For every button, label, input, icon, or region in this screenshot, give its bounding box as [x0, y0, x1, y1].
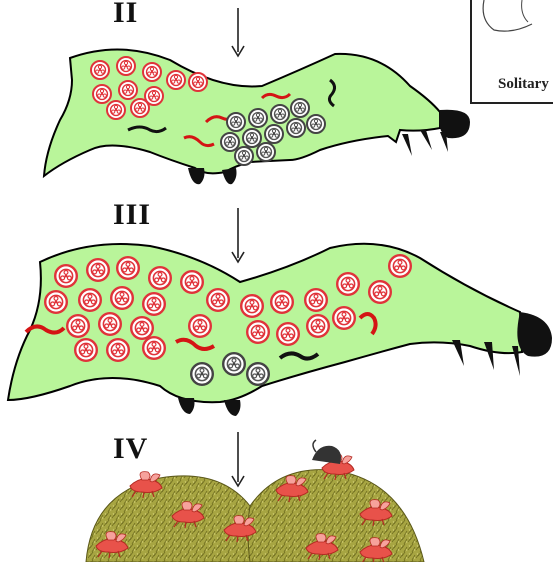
inset-label: Solitary	[498, 76, 549, 93]
stage-label-iv: IV	[113, 432, 148, 466]
inset-sketch	[472, 0, 553, 70]
arrow-ii	[232, 8, 244, 56]
solitary-inset: Solitary	[470, 0, 553, 104]
larva-stage-ii	[44, 49, 470, 184]
larva-stage-iii	[8, 244, 552, 416]
stage-label-ii: II	[113, 0, 138, 30]
stage-label-iii: III	[113, 198, 151, 232]
arrow-iv	[232, 432, 244, 486]
arrow-iii	[232, 208, 244, 262]
